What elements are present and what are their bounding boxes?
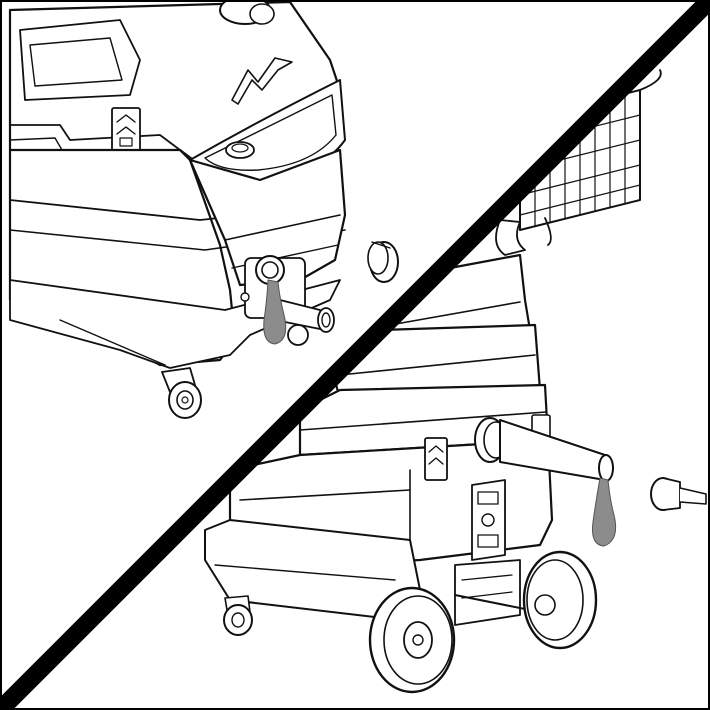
- water-drop-icon: [592, 477, 617, 547]
- wheel-right-icon: [522, 550, 598, 650]
- panel-top-left: [8, 0, 399, 419]
- drain-cap-icon: [367, 241, 399, 283]
- rear-label-left: [424, 437, 448, 481]
- panel-bottom-right: [204, 69, 707, 694]
- logo-icon: [231, 57, 293, 105]
- caster-wheel-icon: [223, 595, 253, 636]
- wheel-left-icon: [368, 586, 456, 694]
- hose-cap-icon: [650, 477, 707, 511]
- hose-icon: [474, 417, 614, 482]
- caster-wheel-icon: [161, 367, 202, 419]
- water-drop-icon: [263, 279, 287, 345]
